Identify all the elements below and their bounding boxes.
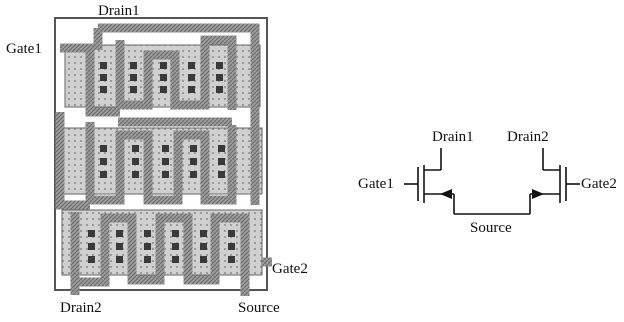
layout-gate2-label: Gate2 — [272, 261, 308, 277]
schematic-source-label: Source — [470, 220, 512, 236]
transistor-1-arrow — [440, 189, 452, 199]
mosfet-schematic — [404, 148, 580, 215]
schematic-drain1-label: Drain1 — [432, 129, 474, 145]
metal-routing — [55, 23, 272, 296]
layout-drain2-label: Drain2 — [60, 300, 102, 316]
contact-array — [88, 62, 235, 263]
layout-gate1-label: Gate1 — [6, 41, 42, 57]
layout-boundary — [54, 17, 268, 291]
transistor-1-symbol — [404, 148, 455, 214]
transistor-2-arrow — [532, 189, 544, 199]
mosfet-layout — [54, 17, 272, 296]
schematic-drain2-label: Drain2 — [507, 129, 549, 145]
layout-source-label: Source — [238, 300, 280, 316]
schematic-gate1-label: Gate1 — [358, 176, 394, 192]
schematic-gate2-label: Gate2 — [581, 176, 617, 192]
layout-drain1-label: Drain1 — [98, 3, 140, 19]
transistor-2-symbol — [529, 148, 580, 214]
